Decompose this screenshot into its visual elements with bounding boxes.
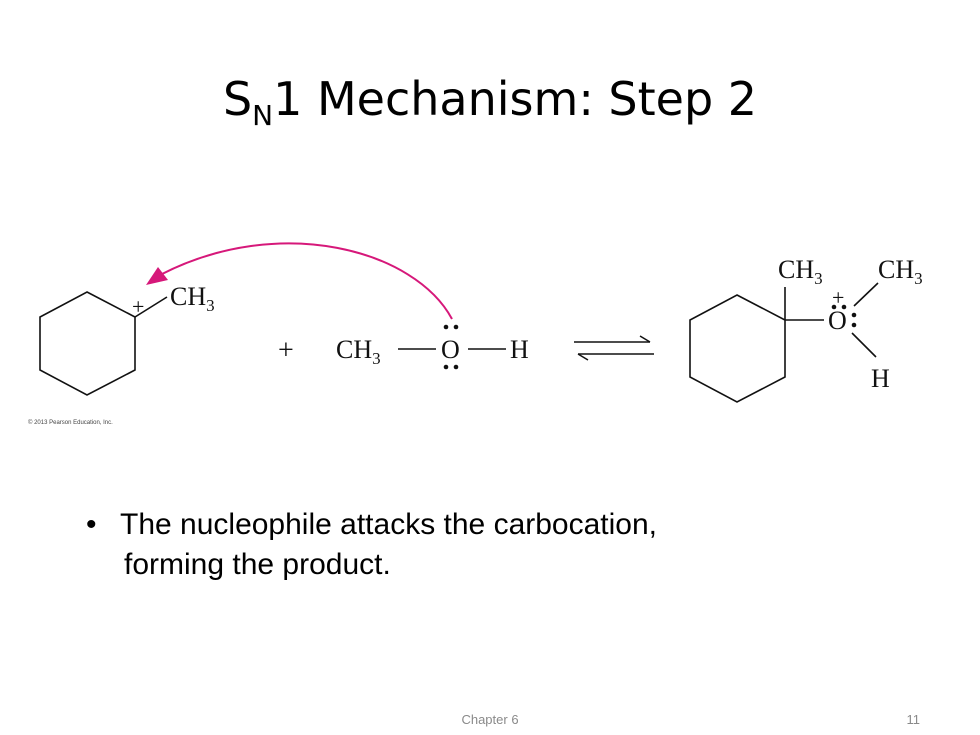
title-subscript-n: N — [252, 99, 274, 132]
copyright-notice: © 2013 Pearson Education, Inc. — [28, 419, 113, 426]
electron-arrow-head-icon — [146, 267, 168, 285]
product-o-h-bond — [851, 332, 877, 358]
reactant-charge: + — [132, 294, 144, 319]
slide-title: SN1 Mechanism: Step 2 — [0, 72, 980, 130]
bullet-dot: • — [86, 508, 97, 541]
reactant-methyl-bond — [134, 296, 168, 318]
electron-pushing-arrow — [159, 242, 453, 320]
product-o-methyl-label: CH3 — [878, 255, 923, 288]
methanol-hydrogen: H — [510, 335, 529, 364]
product-o-methyl-bond — [853, 282, 879, 307]
title-rest: 1 Mechanism: Step 2 — [273, 72, 758, 126]
bullet-line-1: The nucleophile attacks the carbocation, — [120, 508, 657, 541]
product-lone-pair — [831, 304, 857, 328]
product-ring-methyl-label: CH3 — [778, 255, 823, 288]
product-hydrogen: H — [871, 364, 890, 393]
reactant-methyl-label: CH3 — [170, 282, 215, 315]
page-number: 11 — [906, 712, 921, 727]
methanol-oxygen: O — [441, 335, 460, 364]
title-s: S — [222, 72, 253, 126]
reaction-plus-sign: + — [278, 335, 294, 366]
equilibrium-arrow-icon — [574, 335, 654, 361]
product-cyclohexane-ring — [689, 294, 786, 403]
footer-chapter: Chapter 6 — [461, 712, 519, 727]
product-oxonium-charge: + — [832, 285, 844, 310]
product-oxygen: O — [828, 306, 847, 335]
methanol-methyl-label: CH3 — [336, 335, 381, 368]
bullet-line-2: forming the product. — [124, 548, 391, 581]
methanol-lone-pairs — [443, 324, 459, 370]
reaction-scheme: + CH3 © 2013 Pearson Education, Inc. + C… — [28, 242, 923, 426]
reactant-cyclohexane-ring — [39, 291, 136, 396]
bullet-text: The nucleophile attacks the carbocation,… — [120, 505, 880, 585]
